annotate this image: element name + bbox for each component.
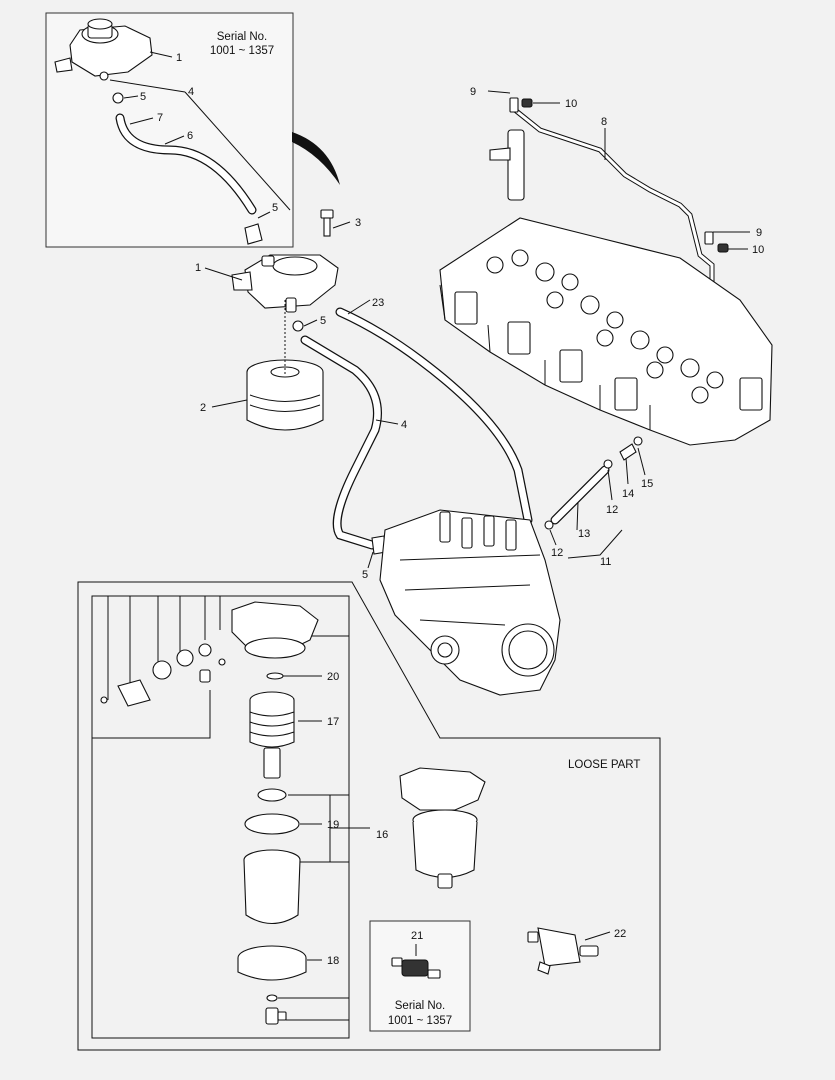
callout-10-b: 10 bbox=[752, 244, 764, 256]
sediment-bowl-head bbox=[100, 601, 319, 707]
callout-20: 20 bbox=[327, 671, 339, 683]
sediment-bowl bbox=[243, 849, 301, 925]
retaining-ring-18 bbox=[237, 945, 307, 981]
leak-off-pipe-assembly: 9 10 8 9 10 bbox=[470, 86, 764, 333]
cylinder-head bbox=[439, 217, 773, 446]
callout-4: 4 bbox=[401, 419, 407, 431]
inset-top-serial-range: 1001 ~ 1357 bbox=[210, 45, 274, 57]
inset-filter-head bbox=[54, 18, 153, 81]
inset-top-box: Serial No. 1001 ~ 1357 1 4 5 7 6 5 bbox=[45, 12, 294, 248]
callout-16: 16 bbox=[376, 829, 388, 841]
callout-5-top-a: 5 bbox=[140, 91, 146, 103]
o-ring-20 bbox=[266, 672, 284, 680]
callout-7: 7 bbox=[157, 112, 163, 124]
callout-5-low: 5 bbox=[362, 569, 368, 581]
callout-1-top: 1 bbox=[176, 52, 182, 64]
callout-11: 11 bbox=[600, 556, 611, 568]
valve-ports bbox=[486, 249, 724, 404]
inset-serial-small-box: 21 Serial No. 1001 ~ 1357 bbox=[369, 920, 471, 1032]
callout-15: 15 bbox=[641, 478, 653, 490]
callout-3: 3 bbox=[355, 217, 361, 229]
callout-14: 14 bbox=[622, 488, 634, 500]
callout-21: 21 bbox=[411, 930, 423, 942]
main-filter-head bbox=[231, 254, 339, 313]
callout-23: 23 bbox=[372, 297, 384, 309]
o-ring-19 bbox=[244, 813, 300, 835]
callout-1: 1 bbox=[195, 262, 201, 274]
inline-filter-22 bbox=[527, 927, 599, 975]
clamp-icon bbox=[112, 92, 124, 104]
callout-19: 19 bbox=[327, 819, 339, 831]
callout-9-b: 9 bbox=[756, 227, 762, 239]
callout-22: 22 bbox=[614, 928, 626, 940]
callout-17: 17 bbox=[327, 716, 339, 728]
callout-10-a: 10 bbox=[565, 98, 577, 110]
ring-nut bbox=[257, 788, 287, 802]
callout-13: 13 bbox=[578, 528, 590, 540]
inset-top-serial-label: Serial No. bbox=[217, 31, 268, 43]
injector-icon bbox=[507, 129, 525, 201]
callout-8: 8 bbox=[601, 116, 607, 128]
callout-5-mid: 5 bbox=[320, 315, 326, 327]
callout-12-b: 12 bbox=[551, 547, 563, 559]
view-arrow-icon bbox=[292, 132, 340, 185]
clamp-icon-2 bbox=[244, 223, 263, 245]
inset-small-serial-range: 1001 ~ 1357 bbox=[388, 1015, 452, 1027]
callout-4-top: 4 bbox=[188, 86, 194, 98]
callout-12-a: 12 bbox=[606, 504, 618, 516]
filter-cartridge bbox=[246, 359, 324, 431]
callout-6: 6 bbox=[187, 130, 193, 142]
callout-18: 18 bbox=[327, 955, 339, 967]
inline-filter-21 bbox=[391, 957, 441, 979]
loose-part-label: LOOSE PART bbox=[568, 759, 640, 771]
assembled-fuel-filter-16 bbox=[399, 767, 486, 889]
filter-element-17 bbox=[249, 691, 295, 779]
callout-2: 2 bbox=[200, 402, 206, 414]
drain-plug bbox=[265, 1007, 287, 1025]
callout-9-a: 9 bbox=[470, 86, 476, 98]
bolt-icon bbox=[320, 209, 334, 237]
loose-part-frame bbox=[77, 581, 661, 1051]
inset-small-serial-label: Serial No. bbox=[395, 1000, 446, 1012]
callout-5-top-b: 5 bbox=[272, 202, 278, 214]
injection-pump bbox=[379, 509, 561, 696]
